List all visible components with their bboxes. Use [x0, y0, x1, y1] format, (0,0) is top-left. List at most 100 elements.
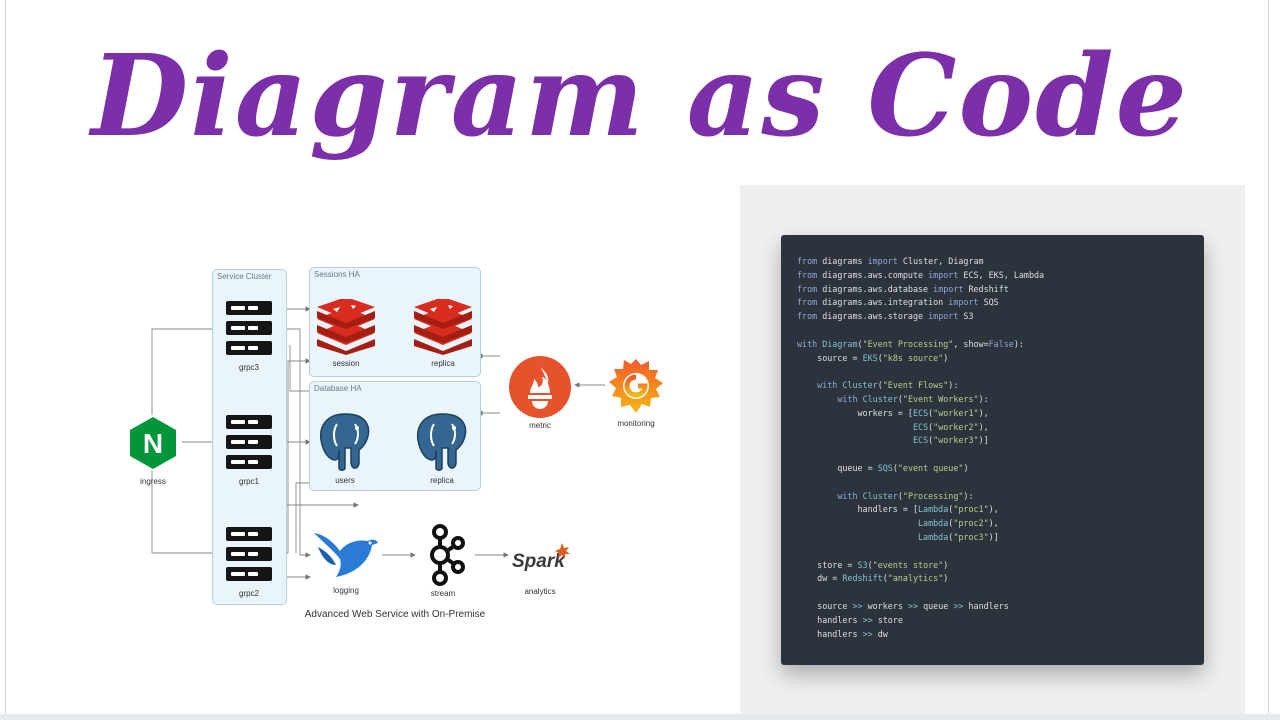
session-node: session: [313, 297, 379, 368]
code-token: with: [837, 393, 858, 404]
code-line: from diagrams.aws.compute import ECS, EK…: [797, 269, 1044, 283]
code-token: workers: [862, 600, 908, 611]
code-token: SQS: [978, 297, 999, 308]
architecture-diagram: Service Cluster Sessions HA Database HA …: [110, 255, 710, 635]
code-token: S3: [958, 311, 974, 322]
code-token: ): [943, 573, 949, 584]
code-line: Lambda("proc2"),: [797, 517, 1044, 531]
code-token: (: [948, 504, 954, 515]
code-line: queue = SQS("event queue"): [797, 462, 1044, 476]
code-token: >>: [907, 600, 919, 611]
code-token: >>: [953, 600, 964, 611]
prometheus-icon: [509, 356, 571, 418]
code-token: SQS: [877, 462, 893, 473]
stream-label: stream: [430, 589, 456, 598]
code-token: "proc2": [953, 518, 989, 529]
code-token: ): [943, 559, 949, 570]
grpc1-node: grpc1: [226, 415, 272, 486]
code-token: Cluster: [862, 490, 898, 501]
code-token: store =: [797, 559, 858, 570]
ingress-label: ingress: [140, 477, 166, 486]
code-token: (: [897, 490, 903, 501]
code-token: store: [872, 614, 903, 625]
code-token: dw: [872, 628, 888, 639]
grpc1-label: grpc1: [238, 477, 259, 486]
code-token: [797, 532, 918, 542]
code-token: diagrams: [817, 256, 868, 266]
code-token: [797, 435, 913, 445]
code-token: Redshift: [963, 283, 1009, 294]
code-token: (: [948, 531, 954, 542]
code-token: handlers: [797, 614, 863, 625]
code-line: ECS("worker2"),: [797, 421, 1044, 435]
code-line: [797, 545, 1044, 559]
code-token: Lambda: [918, 504, 949, 515]
kafka-icon: [430, 524, 465, 586]
postgresql-icon: [319, 413, 370, 471]
fluentd-icon: [314, 533, 378, 577]
code-token: ECS: [912, 421, 929, 432]
logging-label: logging: [333, 586, 359, 595]
code-token: diagrams.aws.storage: [817, 311, 929, 322]
frame-right-border: [1268, 0, 1269, 720]
code-token: queue =: [797, 462, 878, 473]
grpc2-node: grpc2: [226, 527, 272, 598]
code-token: EKS: [862, 352, 878, 363]
stream-node: stream: [420, 523, 466, 598]
code-token: "proc3": [953, 531, 989, 542]
code-token: >>: [852, 600, 863, 611]
database-ha-label: Database HA: [314, 384, 362, 393]
code-line: handlers >> dw: [797, 628, 1044, 642]
db-replica-label: replica: [430, 476, 454, 485]
code-line: from diagrams.aws.integration import SQS: [797, 296, 1044, 310]
code-token: dw =: [797, 573, 843, 584]
code-token: (: [882, 573, 888, 584]
postgresql-icon: [416, 413, 467, 471]
grafana-icon: [609, 359, 663, 413]
session-replica-node: replica: [410, 297, 476, 368]
code-line: Lambda("proc3")]: [797, 531, 1044, 545]
spark-icon: Spark: [512, 543, 570, 572]
code-token: [797, 518, 918, 528]
code-token: import: [867, 256, 898, 266]
code-token: (: [928, 407, 934, 418]
monitoring-node: monitoring: [605, 353, 667, 428]
code-token: ECS, EKS, Lambda: [958, 269, 1045, 280]
code-token: ),: [988, 504, 999, 515]
grpc3-node: grpc3: [226, 301, 272, 372]
code-token: import: [928, 311, 959, 322]
code-token: , show=: [953, 338, 989, 349]
code-token: Cluster: [862, 393, 898, 404]
code-token: "worker3": [933, 435, 979, 446]
code-line: with Cluster("Event Flows"):: [797, 379, 1044, 393]
code-token: (: [928, 421, 934, 432]
code-token: "worker2": [933, 421, 979, 432]
code-line: dw = Redshift("analytics"): [797, 572, 1044, 586]
code-token: ),: [978, 407, 989, 418]
code-token: S3: [857, 559, 868, 570]
code-token: "Processing": [902, 490, 964, 501]
code-token: (: [928, 435, 934, 446]
nginx-icon: N: [130, 417, 176, 469]
analytics-node: Spark analytics: [510, 541, 572, 596]
code-token: (: [867, 559, 873, 570]
metric-node: metric: [508, 355, 572, 430]
code-token: Lambda: [918, 518, 949, 529]
code-line: source >> workers >> queue >> handlers: [797, 600, 1044, 614]
code-line: store = S3("events store"): [797, 559, 1044, 573]
sessions-ha-label: Sessions HA: [314, 270, 360, 279]
code-token: Lambda: [918, 531, 949, 542]
frame-left-border: [5, 0, 6, 720]
code-token: >>: [862, 628, 873, 639]
page-title: Diagram as Code: [91, 31, 1189, 162]
code-line: [797, 365, 1044, 379]
session-replica-label: replica: [431, 359, 455, 368]
code-token: "Event Processing": [862, 338, 954, 349]
redis-icon: [317, 297, 375, 355]
code-token: handlers = [: [797, 504, 919, 515]
server-icon: [226, 301, 272, 315]
code-token: (: [857, 338, 863, 349]
code-token: "Event Workers": [902, 393, 979, 404]
code-token: source: [797, 600, 853, 611]
